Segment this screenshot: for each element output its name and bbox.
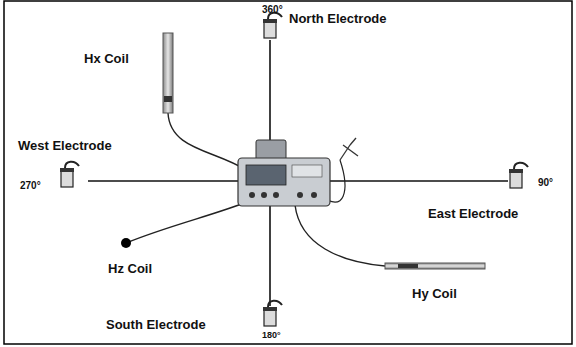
degree-label: 90° [538,177,553,189]
degree-label: 360° [262,4,283,16]
hy-cable [295,205,385,266]
west-electrode-symbol [60,162,79,187]
east-electrode-symbol [509,163,528,188]
electrode-label: East Electrode [428,207,518,222]
recorder-unit [238,140,330,206]
electrode-label: North Electrode [289,12,387,27]
hx-coil-symbol [163,33,173,113]
hz-coil-symbol [121,238,131,248]
hx-coil-band [164,96,172,102]
coil-label: Hy Coil [412,287,457,302]
north-electrode-symbol [263,13,282,38]
degree-label: 270° [20,180,41,192]
hz-cable [126,200,252,243]
coil-label: Hz Coil [108,262,152,277]
hy-coil-band [398,264,418,268]
coil-label: Hx Coil [84,52,129,67]
south-electrode-symbol [263,301,282,326]
electrode-label: South Electrode [106,318,206,333]
frame [4,1,572,344]
hy-coil-symbol [385,263,485,269]
electrode-label: West Electrode [18,139,112,154]
degree-label: 180° [262,330,281,340]
hx-cable [168,113,246,170]
gps-antenna [340,138,358,160]
